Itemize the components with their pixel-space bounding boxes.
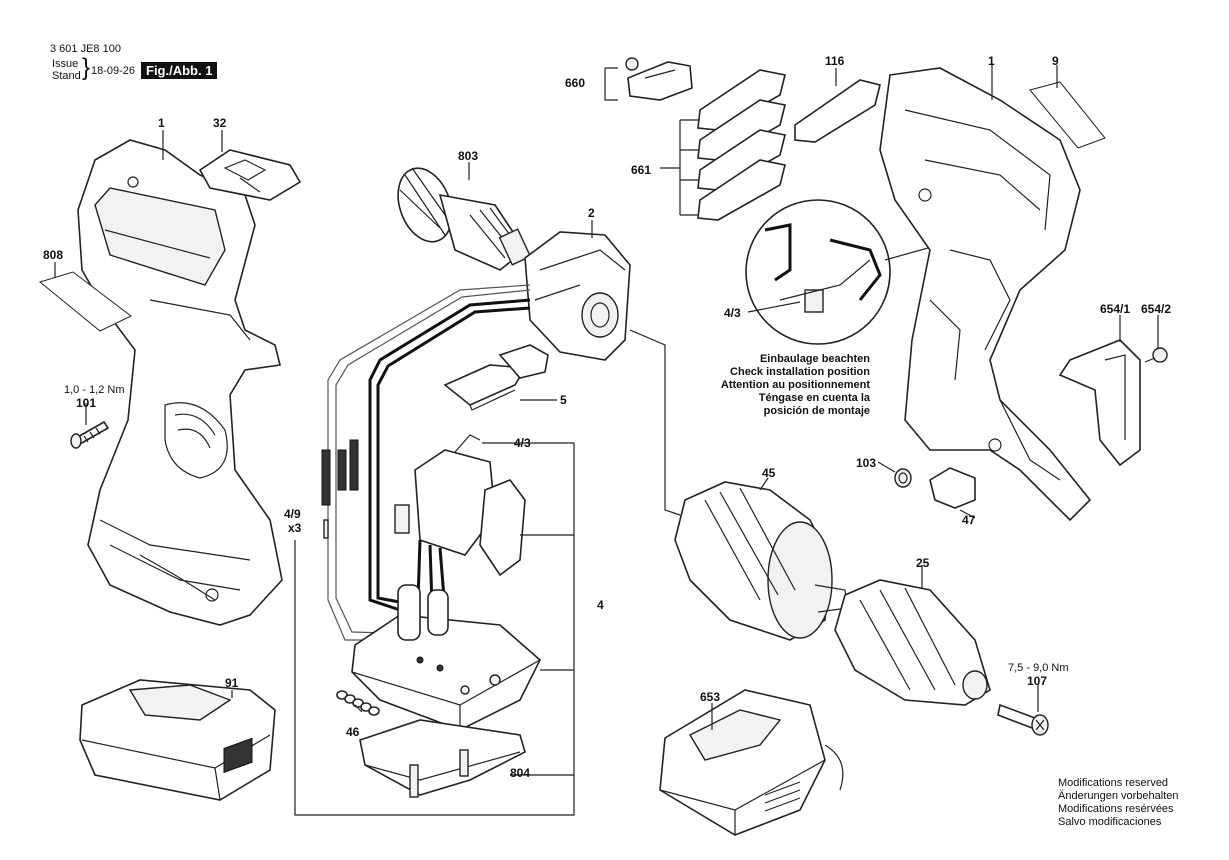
callout-25: 25 bbox=[916, 556, 930, 570]
callout-654-2: 654/2 bbox=[1141, 302, 1172, 316]
stand-label: Stand bbox=[52, 70, 81, 82]
torque-107: 7,5 - 9,0 Nm bbox=[1008, 662, 1069, 674]
modifications-line: Änderungen vorbehalten bbox=[1058, 790, 1179, 802]
callout-103: 103 bbox=[856, 456, 877, 470]
bracket-4 bbox=[294, 442, 575, 816]
install-note-line: Einbaulage beachten bbox=[759, 353, 870, 365]
figure-label: Fig./Abb. 1 bbox=[141, 62, 218, 79]
callout-4-3-detail: 4/3 bbox=[724, 306, 741, 320]
spring-46 bbox=[336, 690, 380, 716]
left-housing-half bbox=[77, 139, 283, 626]
callout-leaders bbox=[54, 65, 1159, 730]
armature-803 bbox=[397, 167, 532, 271]
callout-4-9: 4/9 bbox=[284, 507, 301, 521]
torque-101: 1,0 - 1,2 Nm bbox=[64, 384, 125, 396]
callout-661: 661 bbox=[631, 163, 652, 177]
callout-x3: x3 bbox=[288, 521, 302, 535]
belt-clip-654 bbox=[1058, 339, 1168, 467]
modifications-notice: Modifications reserved Änderungen vorbeh… bbox=[1058, 777, 1178, 829]
motor-wires-black bbox=[368, 298, 531, 612]
install-note-line: Téngase en cuenta la bbox=[758, 392, 870, 404]
part-660 bbox=[625, 57, 693, 101]
callout-1-right: 1 bbox=[988, 54, 995, 68]
callout-46: 46 bbox=[346, 725, 360, 739]
connector-sleeves-4-9 bbox=[321, 439, 359, 539]
part-5-slider bbox=[443, 344, 549, 411]
modifications-line: Modifications reserved bbox=[1058, 777, 1169, 789]
callout-1-left: 1 bbox=[158, 116, 165, 130]
callout-9: 9 bbox=[1052, 54, 1059, 68]
chuck-25 bbox=[834, 579, 991, 706]
part-32-clip bbox=[198, 149, 302, 201]
callout-45: 45 bbox=[762, 466, 776, 480]
callout-2: 2 bbox=[588, 206, 595, 220]
header-brace: } bbox=[82, 54, 91, 81]
plate-804 bbox=[359, 719, 526, 798]
screw-101 bbox=[70, 420, 110, 449]
callout-653: 653 bbox=[700, 690, 721, 704]
issue-date: 18-09-26 bbox=[91, 65, 136, 77]
install-detail-circle bbox=[745, 199, 891, 345]
part-116 bbox=[794, 79, 881, 143]
callout-4-3-mid: 4/3 bbox=[514, 436, 531, 450]
install-note-line: Check installation position bbox=[730, 366, 870, 378]
right-housing-half bbox=[879, 67, 1092, 522]
motor-wires-black2 bbox=[376, 306, 531, 605]
leader-motor-gearbox bbox=[629, 329, 681, 516]
callout-5: 5 bbox=[560, 393, 567, 407]
modifications-line: Modifications resérvées bbox=[1058, 803, 1174, 815]
parts-661 bbox=[697, 69, 786, 221]
callout-804: 804 bbox=[510, 766, 531, 780]
switch-electronics-4 bbox=[351, 434, 541, 731]
callout-660: 660 bbox=[565, 76, 586, 90]
callout-116: 116 bbox=[825, 54, 845, 68]
callout-803: 803 bbox=[458, 149, 479, 163]
callout-654-1: 654/1 bbox=[1100, 302, 1131, 316]
label-sheet-9 bbox=[1029, 81, 1106, 149]
motor-wires-gray2 bbox=[335, 289, 531, 634]
gearbox-45 bbox=[674, 481, 849, 641]
install-note-line: posición de montaje bbox=[763, 405, 870, 417]
callout-808: 808 bbox=[43, 248, 64, 262]
battery-pack-91 bbox=[79, 679, 276, 801]
motor-stator-2 bbox=[524, 231, 631, 361]
charger-653 bbox=[659, 689, 844, 836]
knob-47 bbox=[929, 467, 976, 509]
callout-32: 32 bbox=[213, 116, 227, 130]
label-sheet-808 bbox=[38, 271, 132, 332]
modifications-line: Salvo modificaciones bbox=[1058, 816, 1162, 828]
part-number: 3 601 JE8 100 bbox=[50, 43, 121, 55]
issue-label: Issue bbox=[52, 58, 79, 70]
callout-4: 4 bbox=[597, 598, 604, 612]
install-note: Einbaulage beachten Check installation p… bbox=[700, 353, 870, 418]
nut-103 bbox=[894, 468, 912, 488]
callout-91: 91 bbox=[225, 676, 239, 690]
install-note-line: Attention au positionnement bbox=[720, 379, 870, 391]
callout-107: 107 bbox=[1027, 674, 1048, 688]
callout-101: 101 bbox=[76, 396, 97, 410]
callout-47: 47 bbox=[962, 513, 976, 527]
screw-107 bbox=[997, 703, 1049, 736]
motor-wires-gray bbox=[327, 284, 531, 641]
